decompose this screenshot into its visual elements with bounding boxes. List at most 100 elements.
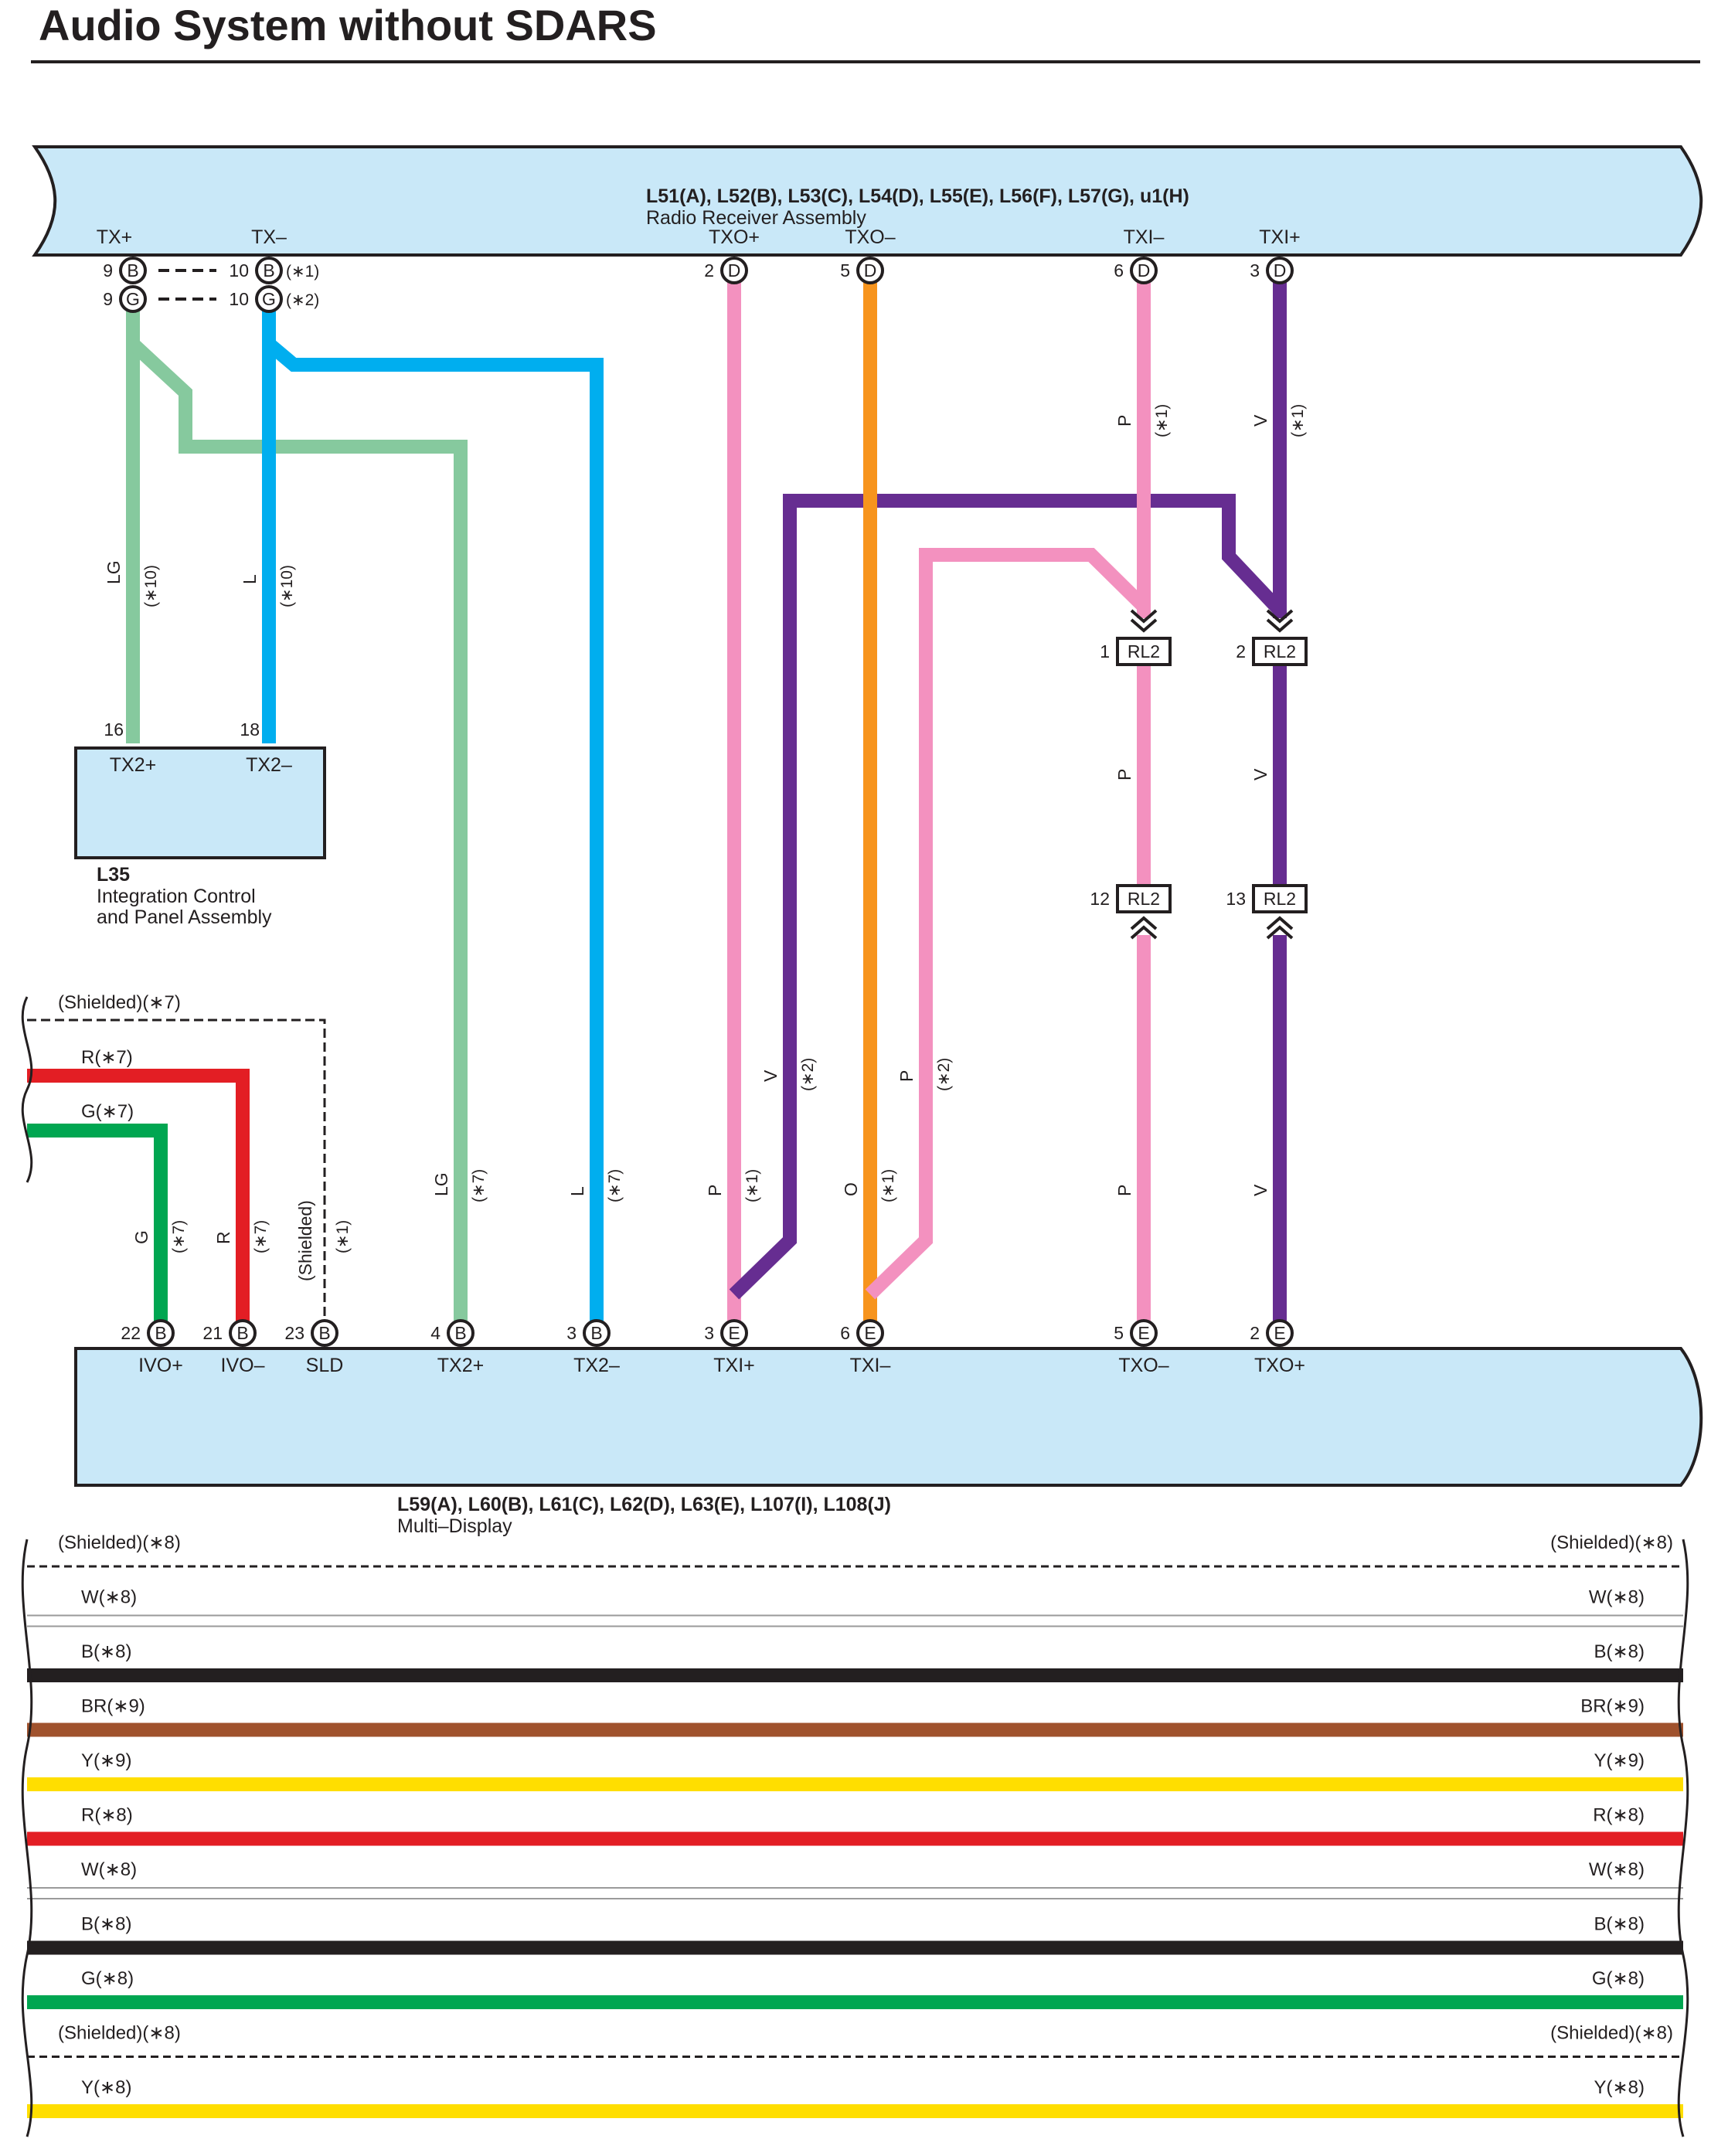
cable-break-bottom-left (21, 1539, 33, 2137)
harness-label-left: Y(∗9) (81, 1750, 131, 1771)
left-cable-r-label: R(∗7) (81, 1047, 133, 1068)
multi-display-connectors: L59(A), L60(B), L61(C), L62(D), L63(E), … (397, 1494, 891, 1515)
pin-letter-10g: G (262, 289, 276, 309)
chevron-down-icon (1266, 618, 1294, 633)
left-cable-shield-label: (Shielded)(∗7) (58, 992, 181, 1013)
md-pin-letter: B (155, 1323, 166, 1343)
pin-letter-9b: B (127, 260, 138, 281)
wire-code: V (1250, 1184, 1270, 1196)
wire-note: (∗7) (252, 1220, 270, 1253)
integration-label-tx2-plus: TX2+ (110, 754, 156, 776)
chevron-up-icon (1130, 916, 1158, 930)
pin-num-10b: 10 (229, 260, 249, 281)
harness-label-left: Y(∗8) (81, 2077, 131, 2098)
md-pin-letter: E (1138, 1323, 1149, 1343)
pin-letter-3d: D (1274, 260, 1287, 281)
md-pin-letter: E (864, 1323, 876, 1343)
md-pin-letter: B (236, 1323, 248, 1343)
md-pin-num: 6 (840, 1323, 850, 1343)
pin-circle-10b (255, 257, 283, 284)
radio-pins: B 9 G 9 B 10 (∗1) G 10 (∗2) D 2 D 5 D 6 … (103, 257, 1294, 313)
wire-code: O (841, 1182, 861, 1196)
md-pin-circle (720, 1319, 748, 1347)
wire-note: (∗7) (170, 1220, 188, 1253)
integration-pin-16: 16 (104, 719, 124, 740)
md-pin-letter: B (318, 1323, 330, 1343)
integration-pin-18: 18 (240, 719, 260, 740)
integration-code: L35 (97, 864, 130, 886)
harness-label-right: G(∗8) (1592, 1968, 1645, 1989)
junction-label-12: RL2 (1128, 889, 1160, 909)
radio-receiver-name: Radio Receiver Assembly (646, 207, 866, 229)
pin-circle-2d (720, 257, 748, 284)
left-cable-g-label: G(∗7) (81, 1101, 134, 1122)
harness-label-right: R(∗8) (1593, 1805, 1645, 1826)
pin-circle-9b (119, 257, 147, 284)
wire-code: P (705, 1185, 725, 1196)
pin-circle-5d (856, 257, 884, 284)
pin-num-10g: 10 (229, 289, 249, 309)
pin-letter-6d: D (1138, 260, 1151, 281)
wire-code: L (240, 574, 260, 584)
chevron-up-icon (1266, 925, 1294, 940)
wire-code: P (896, 1070, 917, 1082)
pin-note-10b: (∗1) (286, 263, 319, 281)
junction-box-2 (1252, 637, 1308, 666)
md-pin-circle (1266, 1319, 1294, 1347)
pin-num-3d: 3 (1250, 260, 1260, 281)
terminal-tx-minus: TX– (251, 226, 287, 248)
md-pin-circle (147, 1319, 175, 1347)
pin-circle-10g (255, 285, 283, 313)
pin-circle-9g (119, 285, 147, 313)
harness-label-right: B(∗8) (1594, 1914, 1645, 1935)
md-pin-num: 4 (430, 1323, 441, 1343)
harness-label-right: W(∗8) (1589, 1587, 1645, 1608)
wire-code: G (131, 1230, 151, 1244)
pin-circle-3d (1266, 257, 1294, 284)
wire-code: V (1250, 768, 1270, 780)
junction-num-13: 13 (1226, 889, 1246, 909)
wire-code: P (1114, 769, 1134, 780)
wire-code: P (1114, 415, 1134, 427)
wires (27, 282, 1287, 1331)
junction-num-1: 1 (1100, 641, 1110, 661)
integration-panel-box (74, 746, 326, 859)
md-pin-num: 3 (704, 1323, 714, 1343)
md-pin-circle (583, 1319, 611, 1347)
junction-box-13 (1252, 884, 1308, 913)
multi-display-box (74, 1347, 1703, 1487)
multi-display-pins: B 22 IVO+ B 21 IVO– B 23 SLD B 4 TX2+ B … (121, 1319, 1305, 1376)
pin-num-5d: 5 (840, 260, 850, 281)
wire-note: (∗1) (1289, 404, 1307, 437)
multi-display-name: Multi–Display (397, 1515, 512, 1537)
wire-note: (∗2) (799, 1058, 817, 1091)
wire-note: (∗1) (334, 1220, 352, 1253)
harness-label-left: W(∗8) (81, 1587, 137, 1608)
pin-letter-9g: G (126, 289, 140, 309)
junction-box-1 (1116, 637, 1172, 666)
md-pin-letter: E (1274, 1323, 1285, 1343)
wire-code: LG (431, 1172, 451, 1196)
md-pin-label: TXI– (850, 1355, 891, 1376)
cable-break-bottom-right (1677, 1539, 1689, 2137)
wire-code: V (760, 1069, 781, 1082)
md-pin-label: IVO– (221, 1355, 265, 1376)
chevron-down-icon (1130, 609, 1158, 624)
wire-code: R (213, 1231, 233, 1244)
junction-num-12: 12 (1090, 889, 1110, 909)
wire-note: (∗2) (935, 1058, 953, 1091)
harness-label-left: B(∗8) (81, 1641, 131, 1662)
harness-label-right: Y(∗9) (1594, 1750, 1645, 1771)
harness-label-left: G(∗8) (81, 1968, 134, 1989)
pin-num-6d: 6 (1114, 260, 1124, 281)
wire-code: (Shielded) (295, 1200, 315, 1281)
md-pin-label: TXO– (1118, 1355, 1168, 1376)
terminal-txi-minus: TXI– (1124, 226, 1165, 248)
wire-labels: LG (∗10) L (∗10) P (∗1) V (∗1) P V G (∗7… (104, 404, 1307, 1281)
md-pin-label: SLD (306, 1355, 344, 1376)
chevron-down-icon (1266, 609, 1294, 624)
wire-lg-tx-branch (128, 338, 468, 1331)
wire-g-ivo-plus (27, 1124, 168, 1331)
harness-label-right: (Shielded)(∗8) (1550, 2023, 1673, 2044)
harness-label-left: W(∗8) (81, 1859, 137, 1880)
